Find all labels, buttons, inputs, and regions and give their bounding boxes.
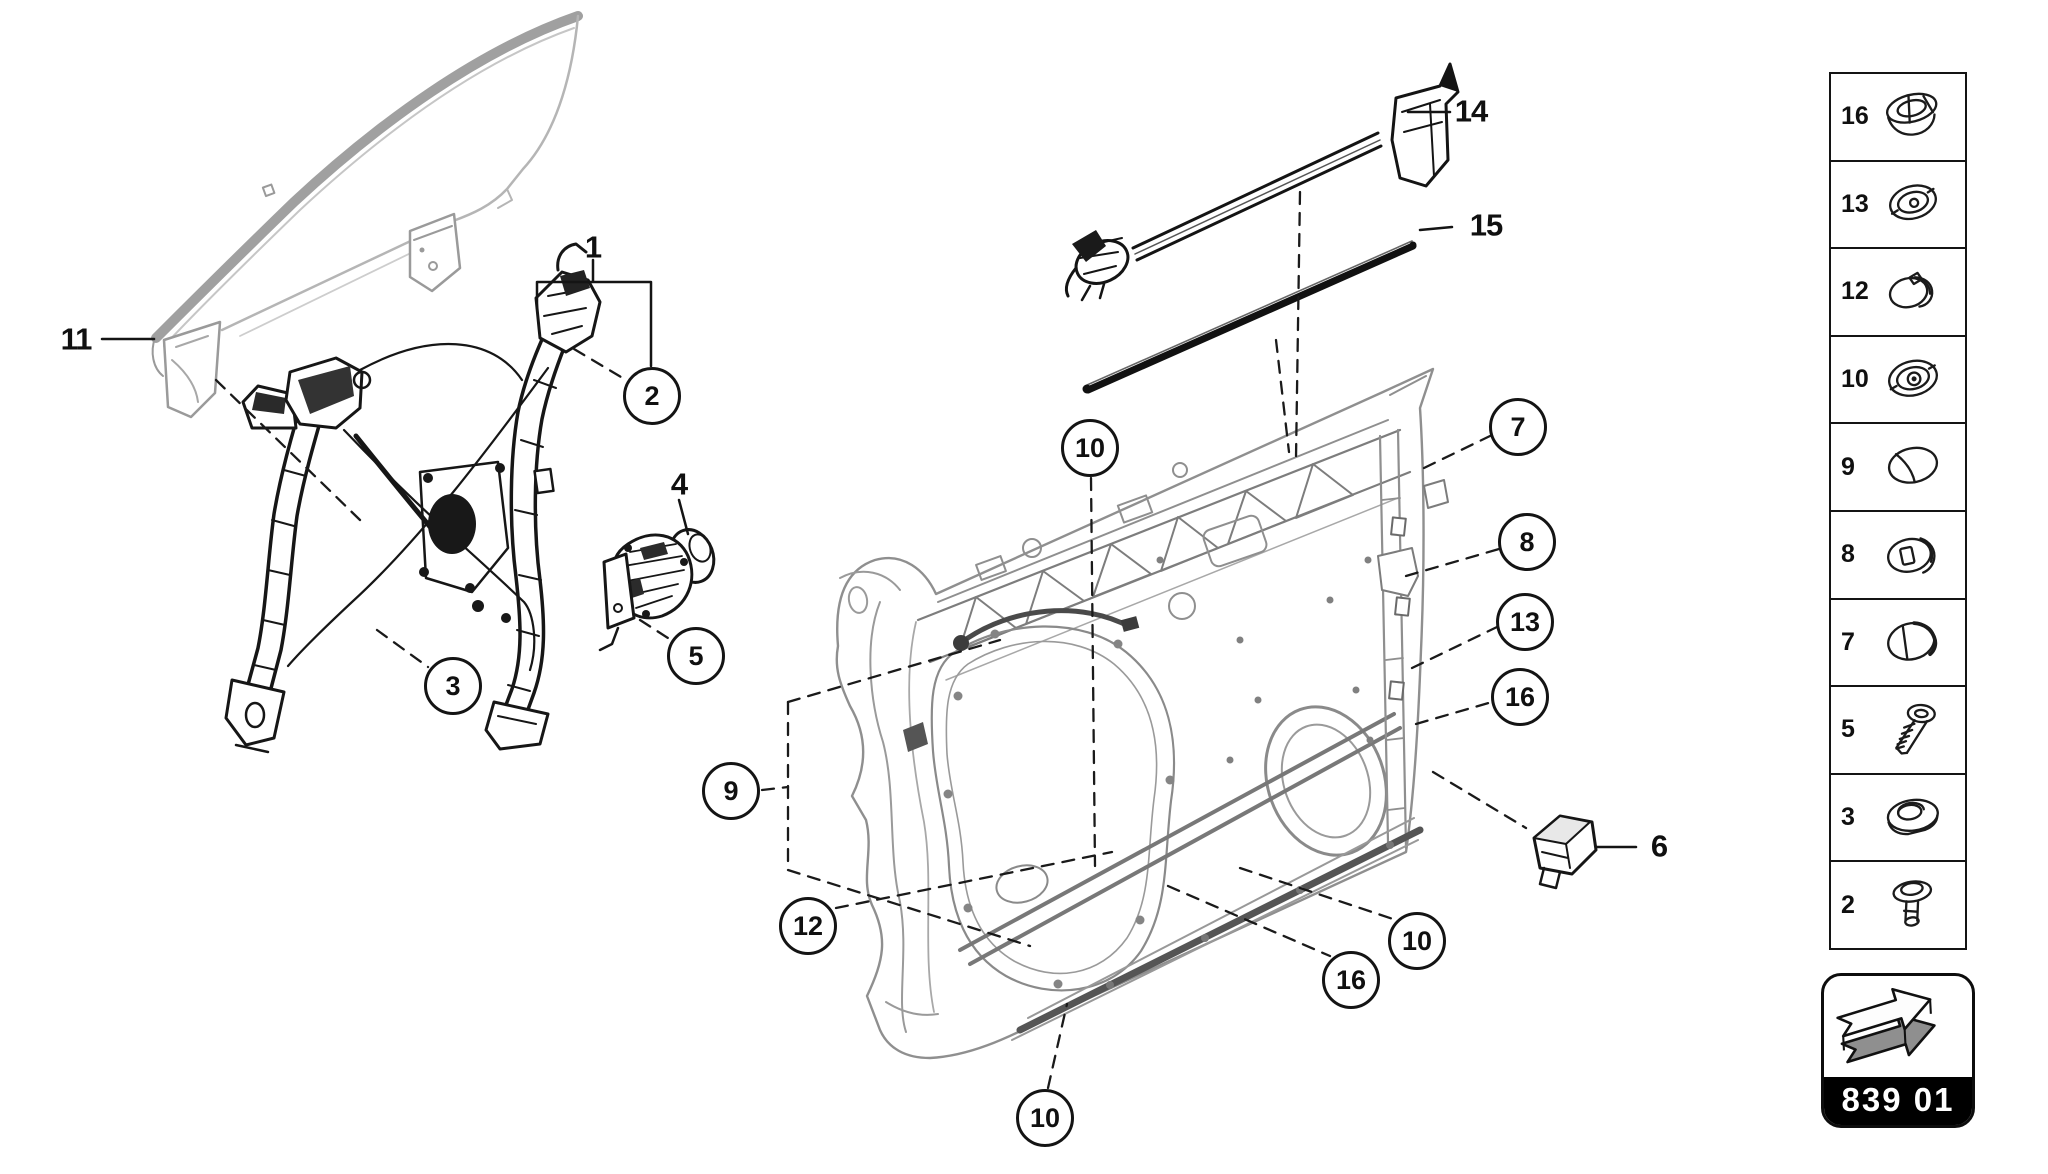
label-4: 4 <box>670 466 688 502</box>
label-15: 15 <box>1469 207 1503 243</box>
label-11: 11 <box>60 321 93 357</box>
callout-10-top[interactable]: 10 <box>1061 419 1119 477</box>
legend-row-5[interactable]: 5 <box>1831 687 1965 775</box>
legend-row-10[interactable]: 10 <box>1831 337 1965 425</box>
cover-plug-icon <box>1889 184 1937 221</box>
grommet-icon <box>1888 359 1938 397</box>
callout-16-right[interactable]: 16 <box>1491 668 1549 726</box>
flanged-nut-icon <box>1886 798 1939 835</box>
window-channel-strip-drawing <box>1064 62 1460 302</box>
dome-cap-icon <box>1887 621 1938 662</box>
door-glass-drawing <box>151 11 583 419</box>
leader-lines <box>100 110 1638 1090</box>
legend-part-number: 5 <box>1841 715 1855 744</box>
push-rivet-icon <box>1892 880 1933 927</box>
label-1: 1 <box>584 229 602 265</box>
window-regulator-drawing <box>224 242 602 754</box>
legend-row-8[interactable]: 8 <box>1831 512 1965 600</box>
callout-10-right[interactable]: 10 <box>1388 912 1446 970</box>
slotted-plug-icon <box>1887 536 1936 574</box>
legend-part-number: 10 <box>1841 365 1869 394</box>
callout-3[interactable]: 3 <box>424 657 482 715</box>
callout-12[interactable]: 12 <box>779 897 837 955</box>
callout-9[interactable]: 9 <box>702 762 760 820</box>
legend-row-9[interactable]: 9 <box>1831 424 1965 512</box>
door-panel-drawing <box>835 367 1449 1060</box>
oval-cap-icon <box>1887 446 1939 484</box>
oval-plug-icon <box>1888 271 1934 309</box>
screw-icon <box>1895 703 1936 755</box>
section-nav-box[interactable]: 839 01 <box>1821 973 1975 1128</box>
callout-7[interactable]: 7 <box>1489 398 1547 456</box>
legend-part-number: 16 <box>1841 102 1869 131</box>
legend-part-number: 12 <box>1841 277 1869 306</box>
callout-10-bottom[interactable]: 10 <box>1016 1089 1074 1147</box>
legend-part-number: 8 <box>1841 540 1855 569</box>
legend-part-number: 13 <box>1841 189 1869 218</box>
belt-weatherstrip-drawing <box>1082 240 1417 394</box>
legend-panel: 16 13 12 10 <box>1829 72 1967 950</box>
legend-row-16[interactable]: 16 <box>1831 74 1965 162</box>
regulator-motor-drawing <box>598 528 716 652</box>
legend-row-12[interactable]: 12 <box>1831 249 1965 337</box>
legend-row-13[interactable]: 13 <box>1831 162 1965 250</box>
legend-part-number: 9 <box>1841 452 1855 481</box>
callout-2[interactable]: 2 <box>623 367 681 425</box>
callout-8[interactable]: 8 <box>1498 513 1556 571</box>
legend-row-2[interactable]: 2 <box>1831 862 1965 948</box>
flanged-grommet-icon <box>1886 92 1938 136</box>
bracket-part-drawing <box>1532 814 1598 890</box>
legend-part-number: 3 <box>1841 803 1855 832</box>
label-6: 6 <box>1650 828 1668 864</box>
callout-5[interactable]: 5 <box>667 627 725 685</box>
label-14: 14 <box>1454 93 1488 129</box>
section-code: 839 01 <box>1824 1077 1972 1125</box>
direction-arrow-icon <box>1836 987 1936 1064</box>
legend-part-number: 7 <box>1841 627 1855 656</box>
legend-row-7[interactable]: 7 <box>1831 600 1965 688</box>
callout-16-bottom[interactable]: 16 <box>1322 951 1380 1009</box>
callout-13[interactable]: 13 <box>1496 593 1554 651</box>
legend-part-number: 2 <box>1841 890 1855 919</box>
legend-row-3[interactable]: 3 <box>1831 775 1965 863</box>
